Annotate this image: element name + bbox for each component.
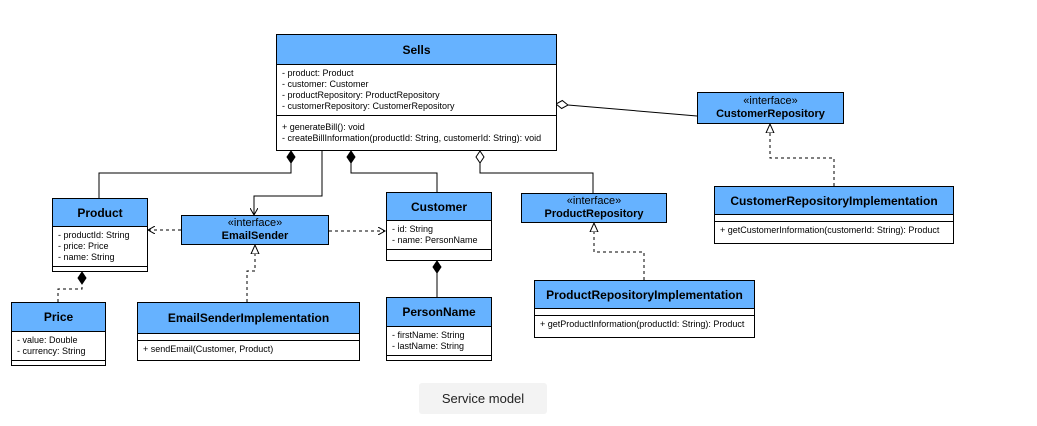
- class-person-name[interactable]: PersonName - firstName: String - lastNam…: [386, 297, 492, 361]
- class-sells-attributes: - product: Product - customer: Customer …: [277, 65, 556, 115]
- interface-customer-repository-name: CustomerRepository: [716, 108, 825, 120]
- interface-product-repository[interactable]: «interface» ProductRepository: [521, 193, 667, 223]
- interface-product-repository-name: ProductRepository: [544, 208, 644, 220]
- method: + sendEmail(Customer, Product): [143, 344, 274, 354]
- edge-price-product: [57, 271, 87, 302]
- edge-emailsenderimpl-emailsender: [246, 245, 255, 302]
- edge-sells-customer: [346, 150, 438, 192]
- attribute: - firstName: String: [392, 330, 465, 340]
- class-sells-methods: + generateBill(): void - createBillInfor…: [277, 115, 556, 147]
- class-customer-name: Customer: [410, 199, 467, 214]
- class-product-repository-impl[interactable]: ProductRepositoryImplementation + getPro…: [534, 280, 755, 338]
- attribute: - name: String: [58, 252, 115, 262]
- class-person-name-attributes: - firstName: String - lastName: String: [387, 327, 491, 355]
- class-customer-attributes: - id: String - name: PersonName: [387, 221, 491, 249]
- class-sells-name: Sells: [402, 42, 431, 57]
- class-sells[interactable]: Sells - product: Product - customer: Cus…: [276, 34, 557, 151]
- stereotype-label: «interface»: [227, 217, 283, 229]
- class-product-attributes: - productId: String - price: Price - nam…: [53, 227, 147, 266]
- attribute: - product: Product: [282, 68, 354, 78]
- class-customer-repository-impl[interactable]: CustomerRepositoryImplementation + getCu…: [714, 186, 954, 244]
- class-email-sender-impl-name: EmailSenderImplementation: [167, 311, 330, 325]
- attribute: - name: PersonName: [392, 235, 478, 245]
- class-email-sender-impl-methods: + sendEmail(Customer, Product): [138, 340, 359, 358]
- attribute: - id: String: [392, 224, 434, 234]
- method: + getCustomerInformation(customerId: Str…: [720, 225, 940, 235]
- class-price[interactable]: Price - value: Double - currency: String: [11, 302, 106, 366]
- class-product[interactable]: Product - productId: String - price: Pri…: [52, 198, 148, 272]
- class-email-sender-impl[interactable]: EmailSenderImplementation + sendEmail(Cu…: [137, 302, 360, 361]
- method: + getProductInformation(productId: Strin…: [540, 319, 745, 329]
- class-price-attributes: - value: Double - currency: String: [12, 332, 105, 360]
- class-customer-methods: [387, 249, 491, 256]
- class-price-name: Price: [43, 310, 74, 324]
- class-person-name-methods: [387, 355, 491, 362]
- attribute: - value: Double: [17, 335, 78, 345]
- class-person-name-name: PersonName: [402, 305, 476, 319]
- class-price-methods: [12, 360, 105, 367]
- class-product-repository-impl-name: ProductRepositoryImplementation: [546, 287, 743, 302]
- edge-productrepoimpl-productrepository: [594, 223, 645, 280]
- class-customer[interactable]: Customer - id: String - name: PersonName: [386, 192, 492, 261]
- edge-sells-productrepository: [475, 150, 594, 193]
- class-product-methods: [53, 266, 147, 273]
- attribute: - productId: String: [58, 230, 130, 240]
- class-customer-repository-impl-methods: + getCustomerInformation(customerId: Str…: [715, 221, 953, 239]
- edge-customerrepoimpl-customerrepository: [770, 124, 835, 186]
- edge-sells-customerrepository: [555, 99, 698, 117]
- class-product-name: Product: [77, 205, 123, 220]
- interface-email-sender[interactable]: «interface» EmailSender: [181, 215, 329, 245]
- edge-sells-product: [98, 150, 296, 198]
- stereotype-label: «interface»: [566, 195, 622, 207]
- attribute: - lastName: String: [392, 341, 465, 351]
- interface-customer-repository[interactable]: «interface» CustomerRepository: [697, 92, 844, 124]
- attribute: - price: Price: [58, 241, 109, 251]
- method: + generateBill(): void: [282, 122, 365, 132]
- attribute: - customerRepository: CustomerRepository: [282, 101, 455, 111]
- class-customer-repository-impl-name: CustomerRepositoryImplementation: [730, 193, 938, 208]
- class-product-repository-impl-methods: + getProductInformation(productId: Strin…: [535, 315, 754, 333]
- attribute: - customer: Customer: [282, 79, 369, 89]
- interface-email-sender-name: EmailSender: [221, 230, 289, 242]
- attribute: - productRepository: ProductRepository: [282, 90, 440, 100]
- diagram-caption: Service model: [419, 383, 547, 414]
- attribute: - currency: String: [17, 346, 86, 356]
- edge-sells-emailsender: [254, 151, 323, 215]
- stereotype-label: «interface»: [743, 95, 798, 107]
- method: - createBillInformation(productId: Strin…: [282, 133, 542, 143]
